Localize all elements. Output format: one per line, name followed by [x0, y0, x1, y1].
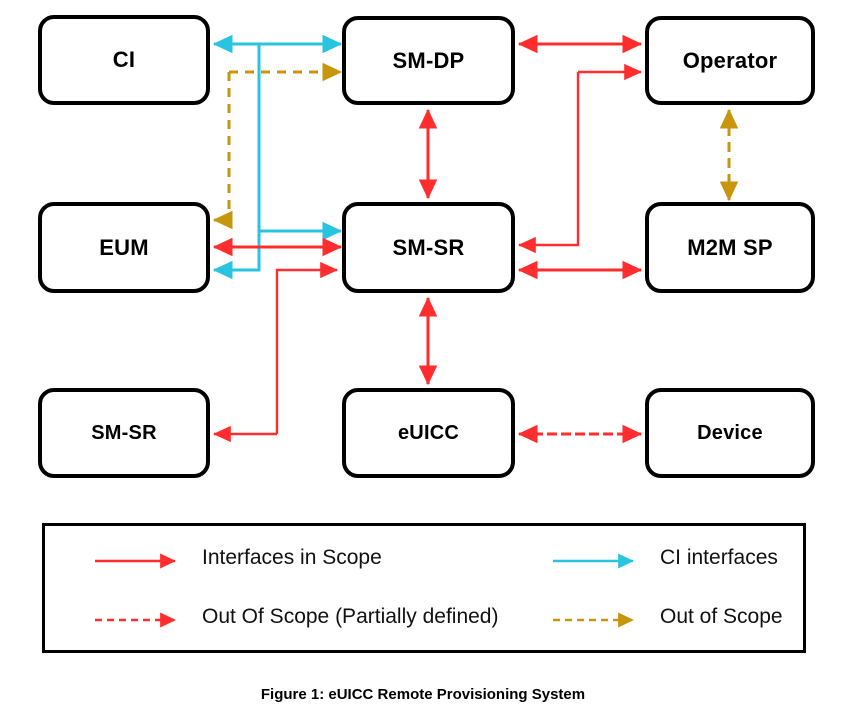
wire-smsr2-smsr: [213, 261, 338, 443]
legend-label-ci-interfaces: CI interfaces: [660, 546, 778, 569]
node-sm-sr-secondary[interactable]: SM-SR: [38, 388, 210, 478]
node-operator[interactable]: Operator: [645, 16, 815, 105]
node-sm-sr-secondary-label: SM-SR: [91, 421, 157, 444]
node-eum[interactable]: EUM: [38, 202, 210, 293]
legend-label-in-scope: Interfaces in Scope: [202, 546, 382, 569]
node-sm-dp-label: SM-DP: [392, 47, 465, 73]
legend-label-out-of-scope: Out of Scope: [660, 605, 783, 628]
legend-label-out-of-scope-partial: Out Of Scope (Partially defined): [202, 605, 499, 628]
wire-operator-smsr: [518, 63, 642, 254]
node-sm-dp[interactable]: SM-DP: [342, 16, 515, 105]
node-m2m-sp[interactable]: M2M SP: [645, 202, 815, 293]
wire-ci-eum: [212, 231, 261, 280]
node-device[interactable]: Device: [645, 388, 815, 478]
legend-box: [42, 523, 806, 653]
node-eum-label: EUM: [99, 234, 149, 260]
node-m2m-sp-label: M2M SP: [687, 234, 773, 260]
node-operator-label: Operator: [682, 47, 778, 73]
node-ci[interactable]: CI: [38, 15, 210, 105]
node-sm-sr[interactable]: SM-SR: [342, 202, 515, 293]
node-euicc-label: eUICC: [397, 421, 459, 444]
figure-caption: Figure 1: eUICC Remote Provisioning Syst…: [260, 686, 586, 703]
node-euicc[interactable]: eUICC: [342, 388, 515, 478]
wire-outofscope-eum: [212, 72, 233, 230]
node-device-label: Device: [697, 421, 763, 444]
node-ci-label: CI: [112, 47, 136, 72]
node-sm-sr-label: SM-SR: [392, 234, 465, 260]
